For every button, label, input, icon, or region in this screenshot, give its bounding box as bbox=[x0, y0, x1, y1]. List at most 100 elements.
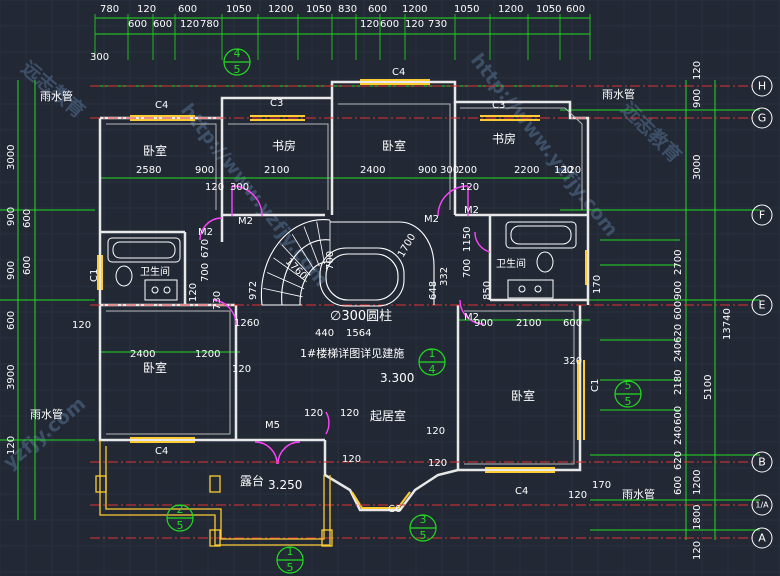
stair-tread bbox=[291, 234, 315, 271]
room-living: 起居室 bbox=[370, 408, 406, 423]
inner-dim: 2100 bbox=[516, 318, 541, 329]
right-dim: 2180 bbox=[673, 370, 684, 395]
right-dim: 2700 bbox=[673, 250, 684, 275]
floor-level: 3.300 bbox=[380, 371, 414, 385]
inner-dim: 700 bbox=[200, 263, 211, 282]
door-tag: M2 bbox=[198, 227, 213, 238]
room-bedroom-n: 卧室 bbox=[382, 138, 406, 153]
room-bath-e: 卫生间 bbox=[496, 257, 526, 270]
top-dim: 1050 bbox=[536, 4, 561, 15]
window-tag: C4 bbox=[155, 446, 168, 457]
left-dim: 600 bbox=[22, 209, 33, 228]
top-dim: 1050 bbox=[306, 4, 331, 15]
right-dim: 13740 bbox=[722, 308, 733, 340]
top-dim: 1050 bbox=[226, 4, 251, 15]
inner-dim: 120 bbox=[426, 426, 445, 437]
right-dim: 120 bbox=[692, 61, 703, 80]
left-dim: 3900 bbox=[6, 365, 17, 390]
room-labels: 卧室 书房 卧室 书房 卫生间 卫生间 卧室 卧室 起居室 露台 bbox=[140, 131, 535, 488]
inner-dim: 300 bbox=[440, 165, 459, 176]
window-tag: C4 bbox=[392, 67, 405, 78]
top-dimension-ticks bbox=[94, 14, 591, 60]
doors bbox=[199, 185, 491, 465]
downpipe-label: 雨水管 bbox=[40, 89, 73, 103]
inner-dim: 120 bbox=[554, 165, 573, 176]
top-dim: 600 bbox=[128, 19, 147, 30]
window-tag: C6 bbox=[388, 504, 401, 515]
top-dim: 600 bbox=[153, 19, 172, 30]
inner-dim: 170 bbox=[592, 480, 611, 491]
downpipe-label: 雨水管 bbox=[602, 87, 635, 101]
left-dim: 900 bbox=[6, 261, 17, 280]
callout-2-5-top: 2 bbox=[177, 503, 184, 516]
top-dimensions: 780 120 600 1050 1200 1050 830 600 1200 … bbox=[100, 4, 585, 30]
right-dim: 1200 bbox=[692, 470, 703, 495]
callout-3-5-bottom: 5 bbox=[420, 529, 427, 542]
callout-numbers: 4 5 1 4 5 5 2 5 3 5 1 5 bbox=[177, 47, 632, 574]
inner-dim: 2100 bbox=[264, 165, 289, 176]
downpipe-label: 雨水管 bbox=[30, 407, 63, 421]
right-dimensions: 120 900 3000 2700 900 600 620 240 2180 6… bbox=[673, 61, 733, 560]
right-dim: 120 bbox=[692, 541, 703, 560]
room-study-e: 书房 bbox=[492, 131, 516, 146]
inner-dim: 120 bbox=[428, 458, 447, 469]
axis-label-b: B bbox=[758, 456, 766, 469]
room-bath-w: 卫生间 bbox=[140, 265, 170, 278]
door-tag: M5 bbox=[265, 420, 280, 431]
inner-dim: 120 bbox=[342, 454, 361, 465]
dim-300: 300 bbox=[90, 52, 109, 63]
walls bbox=[98, 80, 590, 512]
window-tag: C3 bbox=[270, 98, 283, 109]
callout-3-5-top: 3 bbox=[420, 513, 427, 526]
axis-lines bbox=[90, 85, 755, 539]
top-dim: 1200 bbox=[268, 4, 293, 15]
inner-dim: 600 bbox=[563, 318, 582, 329]
axis-label-a: A bbox=[758, 532, 766, 545]
top-dim: 1200 bbox=[402, 4, 427, 15]
callout-5-5-bottom: 5 bbox=[625, 395, 632, 408]
right-dim: 1800 bbox=[692, 505, 703, 530]
top-dim: 600 bbox=[178, 4, 197, 15]
stair-note: 1#楼梯详图详见建施 bbox=[300, 346, 404, 360]
detail-callouts bbox=[166, 48, 642, 574]
axis-label-e: E bbox=[759, 299, 766, 312]
inner-dim: 1260 bbox=[234, 318, 259, 329]
inner-dim: 1200 bbox=[195, 349, 220, 360]
inner-dim: 670 bbox=[200, 239, 211, 258]
inner-dim: 300 bbox=[230, 182, 249, 193]
left-dim: 600 bbox=[6, 311, 17, 330]
callout-2-5-bottom: 5 bbox=[177, 519, 184, 532]
callout-1-4-bottom: 4 bbox=[429, 363, 436, 376]
callout-1-4-top: 1 bbox=[429, 347, 436, 360]
inner-dim: 1150 bbox=[462, 227, 473, 252]
left-dim: 3000 bbox=[6, 145, 17, 170]
watermark: yzfjy.com bbox=[0, 393, 90, 474]
door-tag: M2 bbox=[464, 312, 479, 323]
inner-dim: 120 bbox=[72, 320, 91, 331]
top-dim: 780 bbox=[200, 19, 219, 30]
callout-1-5-bottom: 5 bbox=[287, 561, 294, 574]
inner-dim: 120 bbox=[188, 283, 199, 302]
inner-dim: 900 bbox=[418, 165, 437, 176]
door-tag: M2 bbox=[424, 214, 439, 225]
inner-dim: 900 bbox=[195, 165, 214, 176]
axis-label-1a: 1/A bbox=[755, 501, 769, 510]
window-tag: C4 bbox=[515, 486, 528, 497]
inner-dim: 2580 bbox=[136, 165, 161, 176]
inner-dim: 850 bbox=[482, 281, 493, 300]
callout-5-5-top: 5 bbox=[625, 379, 632, 392]
inner-dim: 730 bbox=[212, 291, 223, 310]
column-label: ∅300圆柱 bbox=[330, 309, 392, 324]
windows bbox=[97, 79, 587, 509]
inner-dim: 170 bbox=[592, 275, 603, 294]
terrace-balustrade bbox=[95, 440, 333, 547]
terrace-level: 3.250 bbox=[268, 478, 302, 492]
top-dim: 830 bbox=[338, 4, 357, 15]
callout-4-5-top: 4 bbox=[234, 47, 241, 60]
inner-dim: 120 bbox=[205, 182, 224, 193]
room-terrace: 露台 bbox=[240, 473, 264, 488]
room-bedroom-se: 卧室 bbox=[511, 388, 535, 403]
inner-dim: 120 bbox=[568, 490, 587, 501]
stair-treads bbox=[262, 220, 331, 306]
